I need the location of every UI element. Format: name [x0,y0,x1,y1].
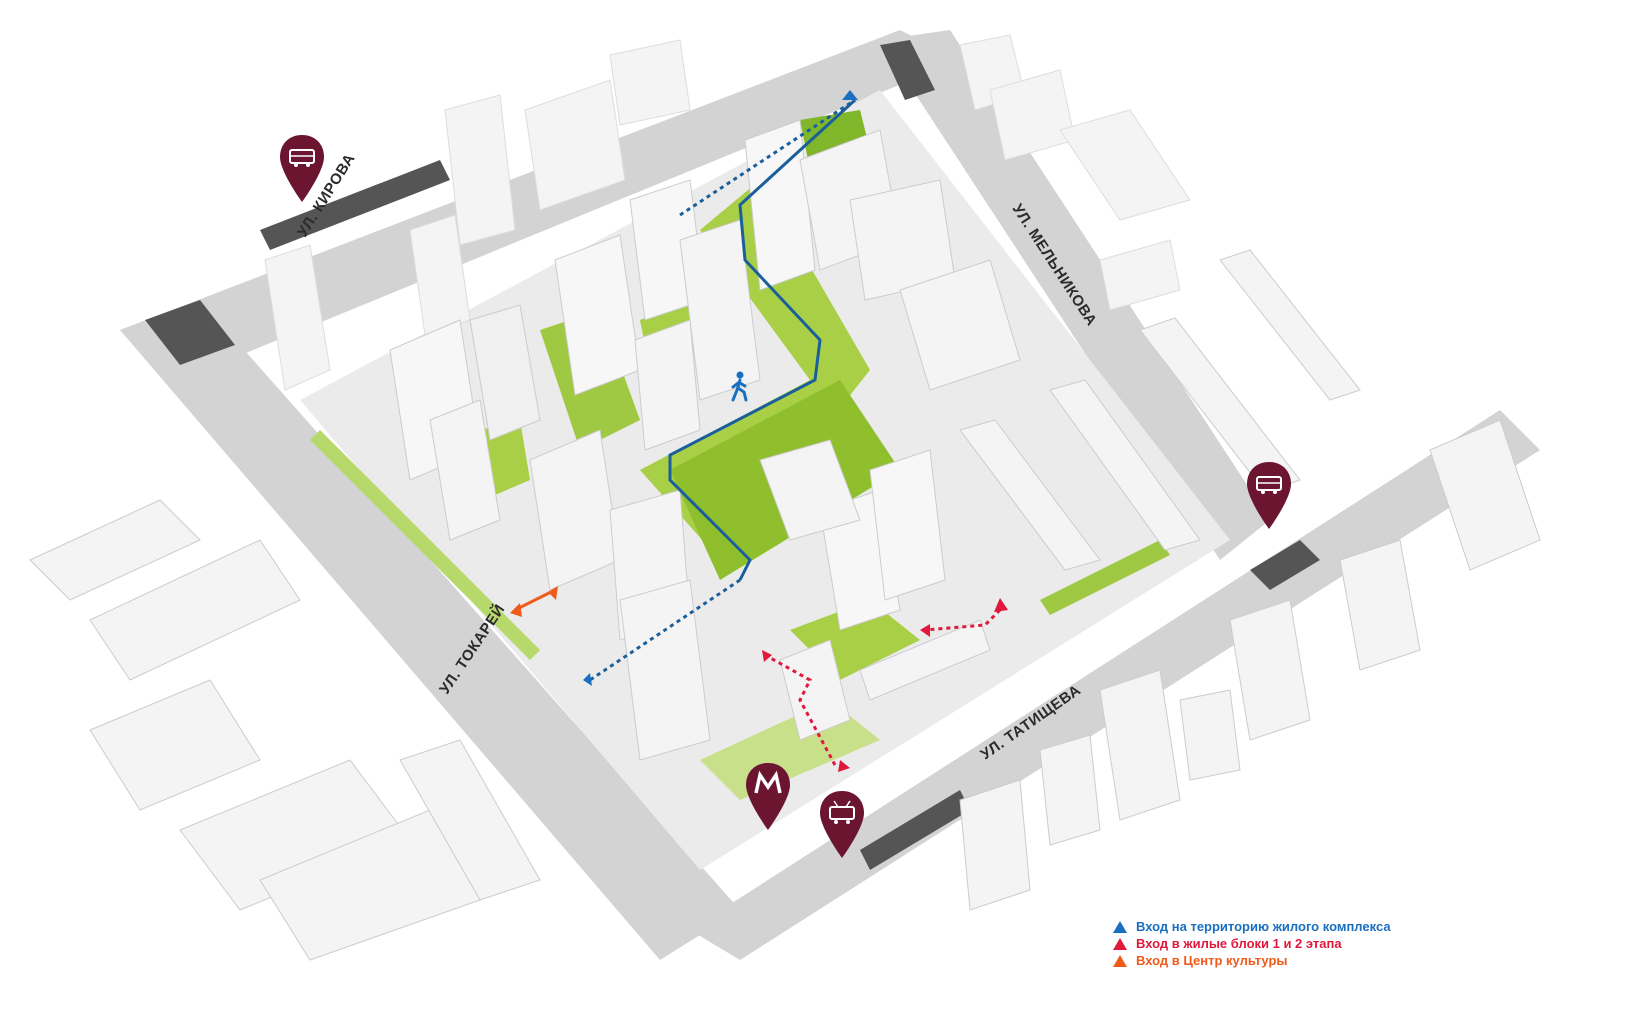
route-residential-entry [668,98,857,581]
metro-icon [754,770,782,794]
tram-stop-icon [829,800,855,824]
building [679,219,761,401]
legend-item-block-entry: Вход в жилые блоки 1 и 2 этапа [1113,935,1391,952]
building [1229,599,1311,741]
entry-triangle-blue [842,90,858,100]
route-culture-entry [514,588,556,612]
building [1059,109,1191,221]
entry-triangle-orange [548,586,558,600]
building [264,244,331,391]
building [89,679,261,811]
entry-triangle-orange [510,603,522,617]
building [634,319,701,451]
building [899,259,1021,391]
blue-triangle-icon [1113,920,1127,933]
route-entry-dotted-north [679,98,856,217]
road-melnikova-dark [880,40,935,100]
building [619,579,711,761]
building [1179,689,1241,781]
legend-item-residential-entry: Вход на территорию жилого комплекса [1113,918,1391,935]
tram-stop-pin[interactable] [820,791,864,858]
building [524,79,626,211]
building [1219,249,1361,401]
building [29,499,201,601]
building [429,399,501,541]
legend-label: Вход в Центр культуры [1136,953,1288,968]
entry-triangle-red [838,760,850,772]
building [1039,734,1101,846]
metro-pin[interactable] [746,763,790,830]
building [759,439,861,541]
road-tokarey [120,300,740,960]
building [779,639,851,741]
bus-stop-icon [289,149,315,167]
building-tower [869,449,946,601]
building [1339,539,1421,671]
building [399,739,541,901]
building [959,419,1101,571]
legend-label: Вход на территорию жилого комплекса [1136,919,1391,934]
legend-item-culture-entry: Вход в Центр культуры [1113,952,1391,969]
bus-stop-icon [1256,476,1282,494]
building [1049,379,1201,551]
route-block-entry-1 [764,653,837,766]
building [444,94,516,246]
road-melnikova [880,30,1270,560]
building [859,619,991,701]
bus-stop-pin[interactable] [1247,462,1291,529]
buildings [29,34,1541,961]
building [959,779,1031,911]
orange-triangle-icon [1113,954,1127,967]
entry-triangle-red [994,598,1008,612]
road-tatishcheva-dark [1250,540,1320,590]
building [609,39,691,126]
routes [510,90,1008,772]
road-tatishcheva-dark-2 [860,790,970,870]
building [1099,239,1181,311]
route-entry-dotted-south [589,578,741,682]
green-strip-tatishcheva [1040,540,1170,615]
pedestrian-icon [731,371,748,402]
entry-triangle-red [920,624,930,637]
road-kirova-dark [260,160,450,250]
bus-stop-pin[interactable] [280,135,324,202]
building [1139,317,1301,493]
legend: Вход на территорию жилого комплекса Вход… [1113,918,1391,969]
green-strip-tokarey [310,430,540,660]
building-tower [469,304,541,441]
building [1099,669,1181,821]
building [89,539,301,681]
red-triangle-icon [1113,937,1127,950]
entry-triangle-blue [583,673,592,686]
entry-triangle-red [762,650,772,662]
legend-label: Вход в жилые блоки 1 и 2 этапа [1136,936,1342,951]
road-tokarey-dark [145,300,235,365]
building [1429,419,1541,571]
